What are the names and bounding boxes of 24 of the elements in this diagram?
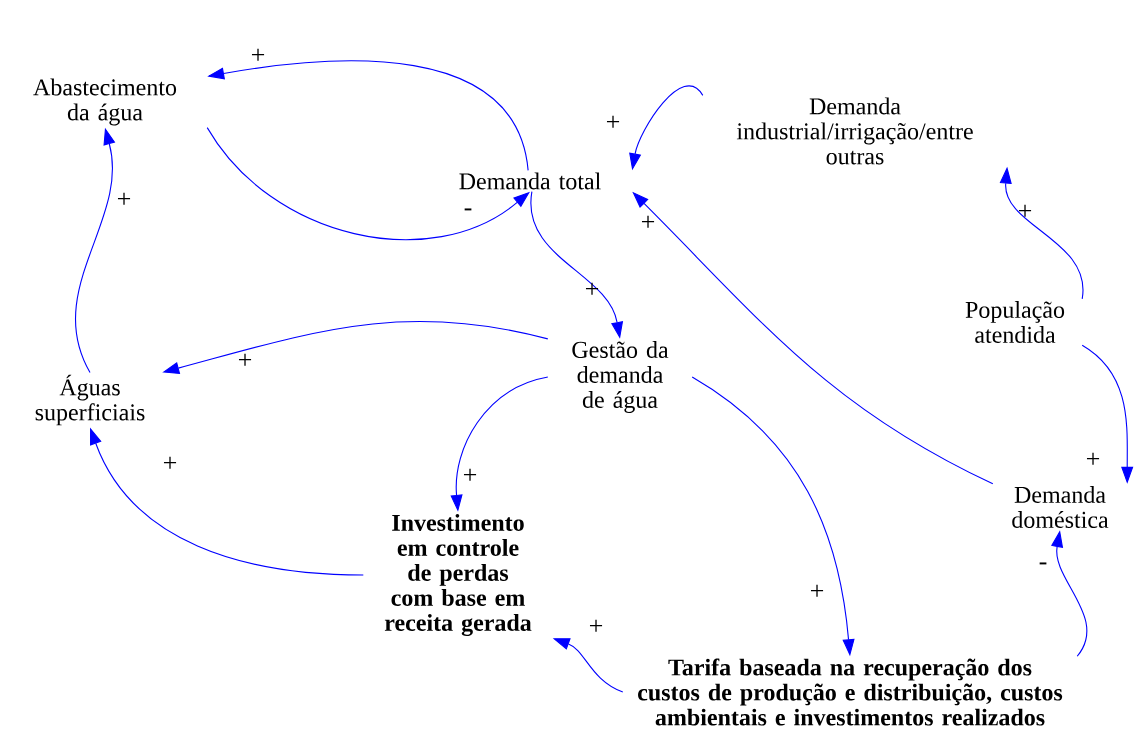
polarity-sign: -	[1039, 562, 1047, 565]
variable-label: Demanda doméstica	[1012, 486, 1109, 528]
variable-label: Investimento em controle de perdas com base em receita gerada	[384, 514, 532, 636]
polarity-sign: +	[642, 215, 655, 228]
polarity-sign: +	[607, 115, 620, 128]
polarity-sign: -	[464, 208, 472, 211]
polarity-sign: +	[239, 353, 252, 366]
polarity-sign: +	[1019, 204, 1032, 217]
variable-label: Demanda industrial/irrigação/entre outras	[736, 97, 973, 165]
variable-label: Águas superficiais	[35, 374, 145, 426]
variable-label: Demanda total	[459, 172, 601, 190]
arrow	[206, 127, 530, 241]
polarity-sign: +	[117, 192, 131, 205]
variable-label: Gestão da demanda de água	[572, 341, 669, 413]
variable-label: Abastecimento da água	[33, 78, 177, 126]
polarity-sign: +	[163, 456, 177, 469]
polarity-sign: +	[586, 282, 599, 295]
variable-label: População atendida	[965, 301, 1065, 343]
polarity-sign: +	[252, 48, 265, 61]
variable-label: Tarifa baseada na recuperação dos custos de produção e distribuição, custos ambientais e investimentos realizados	[638, 658, 1063, 726]
polarity-sign: +	[464, 468, 477, 481]
polarity-sign: +	[590, 619, 603, 632]
polarity-sign: +	[811, 584, 824, 597]
polarity-sign: +	[1087, 452, 1100, 465]
